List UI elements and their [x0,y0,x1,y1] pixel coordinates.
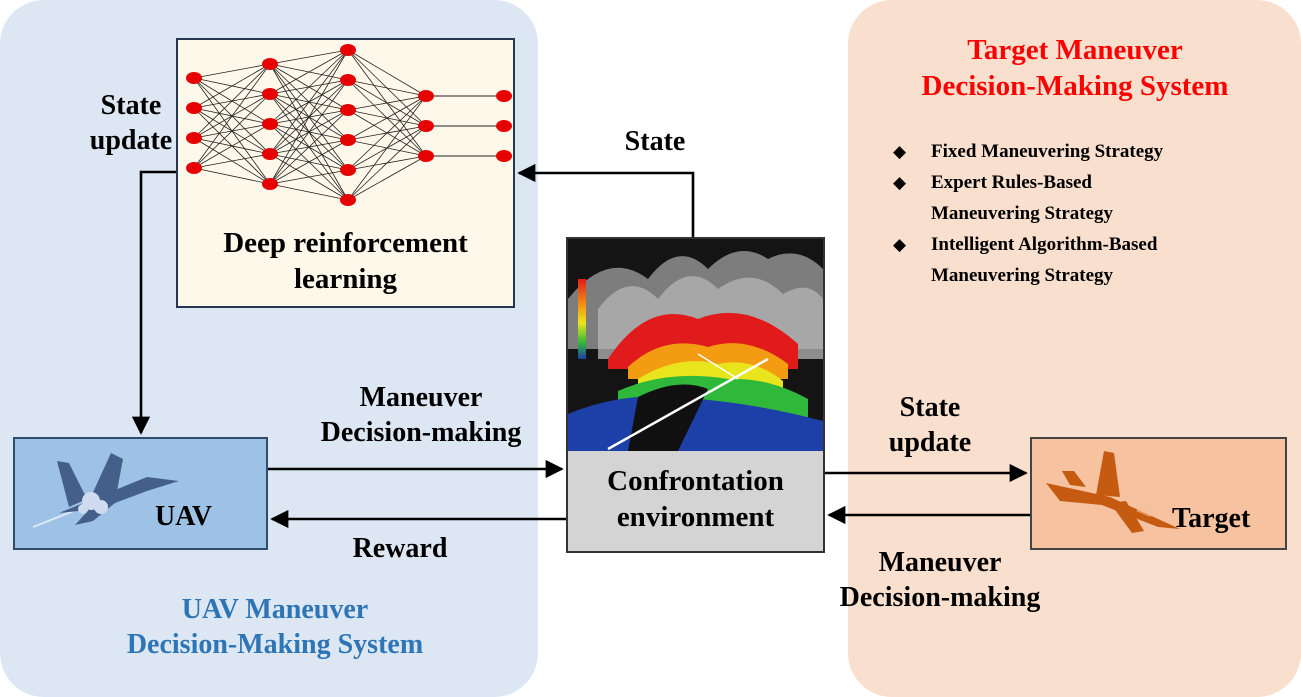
drl-box[interactable]: Deep reinforcement learning [176,38,515,308]
nn-connection [193,167,271,185]
nn-neuron [418,150,434,162]
neural-network-icon [186,44,512,206]
arrow-drl-to-uav [131,170,176,435]
target-maneuver-line1: Maneuver [878,547,1002,578]
nn-connection [269,183,349,201]
state-label: State [624,126,686,157]
nn-connection [347,125,427,201]
drl-label-line2: learning [293,263,398,296]
uav-maneuver-line2: Decision-making [320,417,522,448]
reward-label: Reward [352,533,448,564]
nn-neuron [340,194,356,206]
nn-neuron [496,90,512,102]
target-system-panel [848,0,1301,697]
left-state-update-line2: update [89,125,173,156]
uav-aircraft-icon [32,453,179,528]
confrontation-environment-box[interactable]: Confrontation environment [566,237,825,553]
diamond-bullet-icon: ◆ [893,142,907,161]
confrontation-environment-label: Confrontation environment [568,463,823,536]
target-system-title-line2: Decision-Making System [921,70,1229,103]
nn-neuron [262,148,278,160]
nn-neuron [340,44,356,56]
uav-label: UAV [155,501,213,532]
uav-system-title-line1: UAV Maneuver [181,594,369,625]
nn-connection [347,155,427,201]
nn-neuron [186,72,202,84]
nn-connection [347,95,427,141]
uav-system-title: UAV Maneuver Decision-Making System [40,592,510,662]
nn-connection [347,95,427,171]
strategy-line: Fixed Maneuvering Strategy [931,141,1164,162]
nn-neuron [340,104,356,116]
right-state-update-line1: State [899,392,961,423]
nn-connection [193,63,271,139]
right-state-update-line2: update [888,427,972,458]
strategy-line: Expert Rules-Based [931,172,1092,193]
nn-neuron [186,132,202,144]
target-maneuver-line2: Decision-making [839,582,1041,613]
left-state-update-line1: State [100,90,162,121]
nn-connection [193,63,271,109]
nn-connection [347,49,427,97]
nn-neuron [340,134,356,146]
left-state-update-label: State update [76,88,186,158]
nn-connection [193,63,271,79]
nn-neuron [418,90,434,102]
nn-neuron [496,150,512,162]
strategy-line: Intelligent Algorithm-Based [931,234,1158,255]
diamond-bullet-icon: ◆ [893,173,907,192]
strategy-list: ◆ Fixed Maneuvering Strategy ◆ Expert Ru… [893,136,1163,291]
strategy-line: Maneuvering Strategy [931,203,1114,224]
nn-connection [269,139,349,185]
target-box[interactable]: Target [1030,437,1287,550]
nn-connection [269,169,349,185]
diamond-bullet-icon: ◆ [893,235,907,254]
nn-neuron [186,162,202,174]
nn-connection [193,123,271,169]
nn-connection [269,109,349,185]
nn-neuron [496,120,512,132]
uav-system-title-line2: Decision-Making System [126,629,424,660]
nn-connection [269,49,349,65]
env-label-line2: environment [616,501,775,534]
nn-connection [347,95,427,201]
target-maneuver-decision-label: Maneuver Decision-making [790,545,1090,615]
nn-neuron [262,118,278,130]
nn-connection [269,49,349,95]
strategy-item-fixed: ◆ Fixed Maneuvering Strategy [893,136,1163,167]
strategy-item-intelligent: ◆ Intelligent Algorithm-Based Maneuverin… [893,229,1163,291]
nn-neuron [340,164,356,176]
drl-label: Deep reinforcement learning [178,225,513,298]
nn-neuron [262,178,278,190]
strategy-item-expert: ◆ Expert Rules-Based Maneuvering Strateg… [893,167,1163,229]
uav-maneuver-decision-label: Maneuver Decision-making [276,380,566,450]
target-label: Target [1172,503,1251,534]
nn-connection [193,93,271,169]
strategy-line: Maneuvering Strategy [931,265,1114,286]
drl-label-line1: Deep reinforcement [223,227,468,259]
terrain-radar-icon [568,239,823,451]
nn-connection [347,79,427,97]
nn-neuron [262,88,278,100]
nn-connection [347,95,427,111]
target-system-title-line1: Target Maneuver [967,34,1183,66]
target-aircraft-icon [1046,451,1180,533]
nn-connection [269,49,349,155]
right-state-update-label: State update [860,390,1000,460]
nn-neuron [186,102,202,114]
arrow-state-to-drl [517,163,695,237]
nn-connection [269,49,349,185]
nn-connection [269,79,349,185]
nn-neuron [262,58,278,70]
uav-box[interactable]: UAV [13,437,268,550]
nn-connection [269,49,349,125]
uav-maneuver-line1: Maneuver [359,382,483,413]
nn-connection [193,63,271,169]
target-system-title: Target Maneuver Decision-Making System [860,32,1290,105]
nn-neuron [418,120,434,132]
env-label-line1: Confrontation [607,465,784,497]
nn-connection [193,153,271,169]
nn-neuron [340,74,356,86]
